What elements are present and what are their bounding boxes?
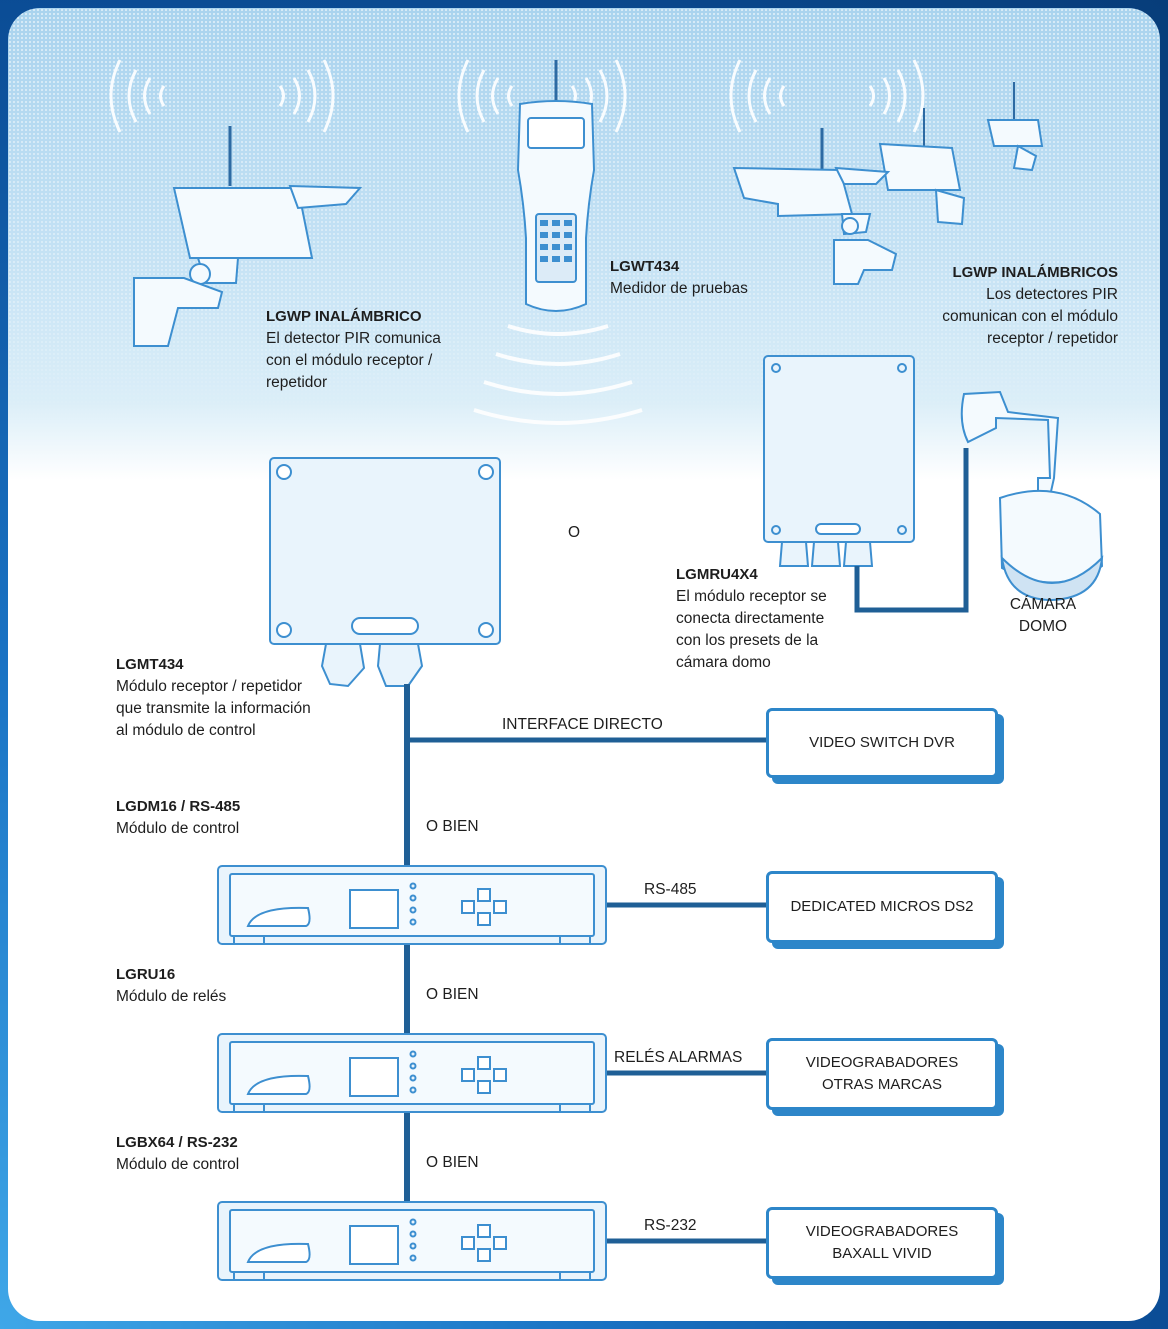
- dome-camera-cable: [854, 448, 969, 613]
- wire-label-rs485: RS-485: [644, 881, 697, 898]
- receiver-module-lgmru4x4-icon: [763, 355, 915, 567]
- dome-camera-icon: [960, 390, 1104, 602]
- label-camara-domo: CÁMARA DOMO: [1009, 596, 1077, 635]
- test-meter-icon: [516, 60, 596, 312]
- target-videograbadores-otras-marcas: VIDEOGRABADORES OTRAS MARCAS: [766, 1038, 998, 1110]
- label-o-bien-2: O BIEN: [426, 986, 479, 1003]
- signal-waves-center-icon: [457, 59, 627, 133]
- label-o-bien-3: O BIEN: [426, 1154, 479, 1171]
- wire-label-reles-alarmas: RELÉS ALARMAS: [614, 1049, 743, 1066]
- wire-label-interface-directo: INTERFACE DIRECTO: [502, 716, 663, 733]
- wire-label-rs232: RS-232: [644, 1217, 697, 1234]
- pir-detector-icon: [133, 126, 363, 347]
- control-module-lgbx64-icon: [217, 1201, 607, 1281]
- control-module-lgru16-icon: [217, 1033, 607, 1113]
- signal-waves-tester-icon: [473, 324, 643, 425]
- diagram-artwork: [109, 59, 1104, 1281]
- control-module-lgdm16-icon: [217, 865, 607, 945]
- signal-waves-right-icon: [729, 59, 925, 133]
- target-dedicated-micros-ds2: DEDICATED MICROS DS2: [766, 871, 998, 943]
- label-o-bien-1: O BIEN: [426, 818, 479, 835]
- signal-waves-left-icon: [109, 59, 335, 133]
- label-or: O: [568, 524, 581, 541]
- target-video-switch-dvr: VIDEO SWITCH DVR: [766, 708, 998, 778]
- target-videograbadores-baxall-vivid: VIDEOGRABADORES BAXALL VIVID: [766, 1207, 998, 1279]
- pir-detectors-group-icon: [732, 82, 1044, 285]
- receiver-module-lgmt434-icon: [269, 457, 501, 688]
